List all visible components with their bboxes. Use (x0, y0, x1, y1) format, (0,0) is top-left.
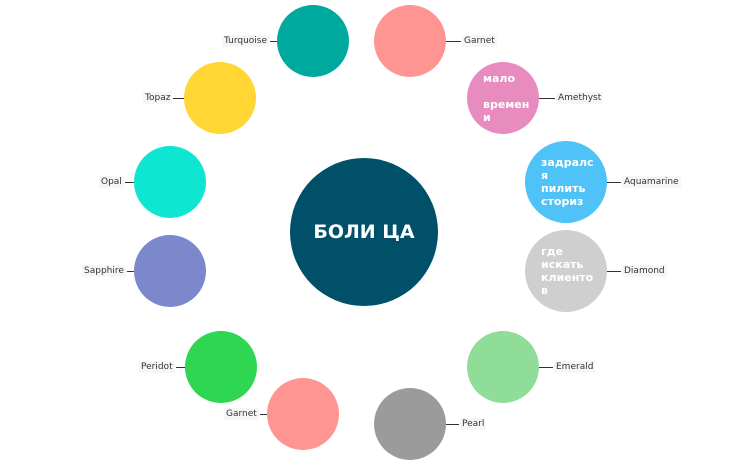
connector-topaz (173, 98, 184, 99)
node-sapphire-text (134, 235, 206, 307)
node-turquoise[interactable] (277, 5, 349, 77)
center-node-label: БОЛИ ЦА (313, 221, 415, 243)
node-garnet-top[interactable] (374, 5, 446, 77)
connector-turquoise (270, 41, 277, 42)
connector-amethyst (539, 98, 555, 99)
connector-diamond (607, 271, 621, 272)
node-peridot-text (185, 331, 257, 403)
node-garnet-bottom[interactable] (267, 378, 339, 450)
label-pearl[interactable]: Pearl (460, 418, 487, 430)
node-pearl[interactable] (374, 388, 446, 460)
node-garnet-bottom-text (267, 378, 339, 450)
node-turquoise-text (277, 5, 349, 77)
node-diamond-text: где искать клиенто в (541, 245, 594, 297)
node-emerald-text (467, 331, 539, 403)
label-topaz[interactable]: Topaz (143, 92, 173, 104)
label-aquamarine[interactable]: Aquamarine (622, 176, 681, 188)
connector-pearl (446, 424, 459, 425)
connector-sapphire (126, 271, 134, 272)
node-garnet-top-text (374, 5, 446, 77)
connector-peridot (175, 367, 185, 368)
label-amethyst[interactable]: Amethyst (556, 92, 604, 104)
node-aquamarine[interactable]: задралс я пилить сториз (525, 141, 607, 223)
connector-garnet-top (446, 41, 461, 42)
label-garnet-bottom[interactable]: Garnet (224, 408, 259, 420)
connector-opal (124, 182, 134, 183)
label-opal[interactable]: Opal (99, 176, 124, 188)
label-turquoise[interactable]: Turquoise (222, 35, 270, 47)
node-opal-text (134, 146, 206, 218)
node-diamond[interactable]: где искать клиенто в (525, 230, 607, 312)
label-garnet-top[interactable]: Garnet (462, 35, 497, 47)
node-amethyst-text: мало времени (483, 72, 530, 124)
node-emerald[interactable] (467, 331, 539, 403)
node-topaz[interactable] (184, 62, 256, 134)
label-sapphire[interactable]: Sapphire (82, 265, 126, 277)
node-peridot[interactable] (185, 331, 257, 403)
node-topaz-text (184, 62, 256, 134)
label-peridot[interactable]: Peridot (139, 361, 175, 373)
center-node[interactable]: БОЛИ ЦА (290, 158, 438, 306)
connector-garnet-bottom (259, 414, 267, 415)
label-diamond[interactable]: Diamond (622, 265, 667, 277)
node-opal[interactable] (134, 146, 206, 218)
label-emerald[interactable]: Emerald (554, 361, 596, 373)
connector-aquamarine (607, 182, 621, 183)
node-amethyst[interactable]: мало времени (467, 62, 539, 134)
node-sapphire[interactable] (134, 235, 206, 307)
connector-emerald (539, 367, 553, 368)
node-pearl-text (374, 388, 446, 460)
node-aquamarine-text: задралс я пилить сториз (541, 156, 594, 208)
